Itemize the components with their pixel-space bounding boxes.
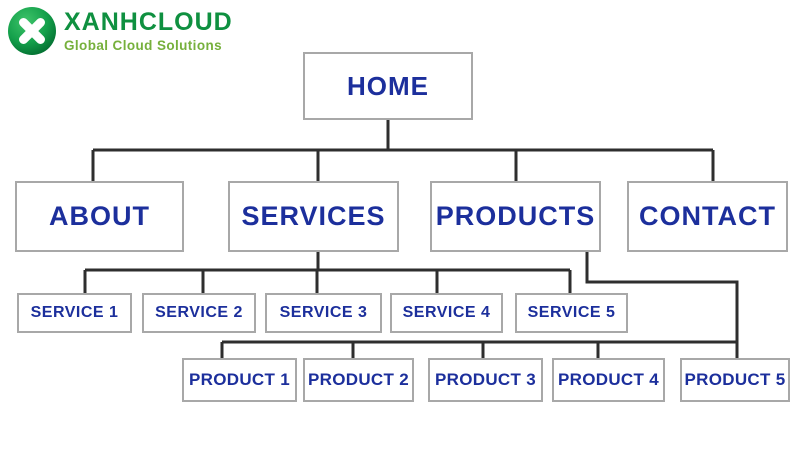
node-service-2: SERVICE 2 — [142, 293, 256, 333]
node-product-3: PRODUCT 3 — [428, 358, 543, 402]
node-product-2: PRODUCT 2 — [303, 358, 414, 402]
node-about: ABOUT — [15, 181, 184, 252]
logo-tagline: Global Cloud Solutions — [64, 37, 223, 53]
logo-text: XANHCLOUD Global Cloud Solutions — [64, 8, 233, 53]
node-product-4: PRODUCT 4 — [552, 358, 665, 402]
node-service-1: SERVICE 1 — [17, 293, 132, 333]
node-contact: CONTACT — [627, 181, 788, 252]
node-product-5: PRODUCT 5 — [680, 358, 790, 402]
node-service-3: SERVICE 3 — [265, 293, 382, 333]
node-services: SERVICES — [228, 181, 399, 252]
logo: XANHCLOUD Global Cloud Solutions — [7, 6, 233, 56]
node-product-1: PRODUCT 1 — [182, 358, 297, 402]
node-home: HOME — [303, 52, 473, 120]
node-products: PRODUCTS — [430, 181, 601, 252]
logo-x-icon — [8, 7, 56, 55]
node-service-5: SERVICE 5 — [515, 293, 628, 333]
node-service-4: SERVICE 4 — [390, 293, 503, 333]
logo-brand: XANHCLOUD — [64, 8, 233, 37]
